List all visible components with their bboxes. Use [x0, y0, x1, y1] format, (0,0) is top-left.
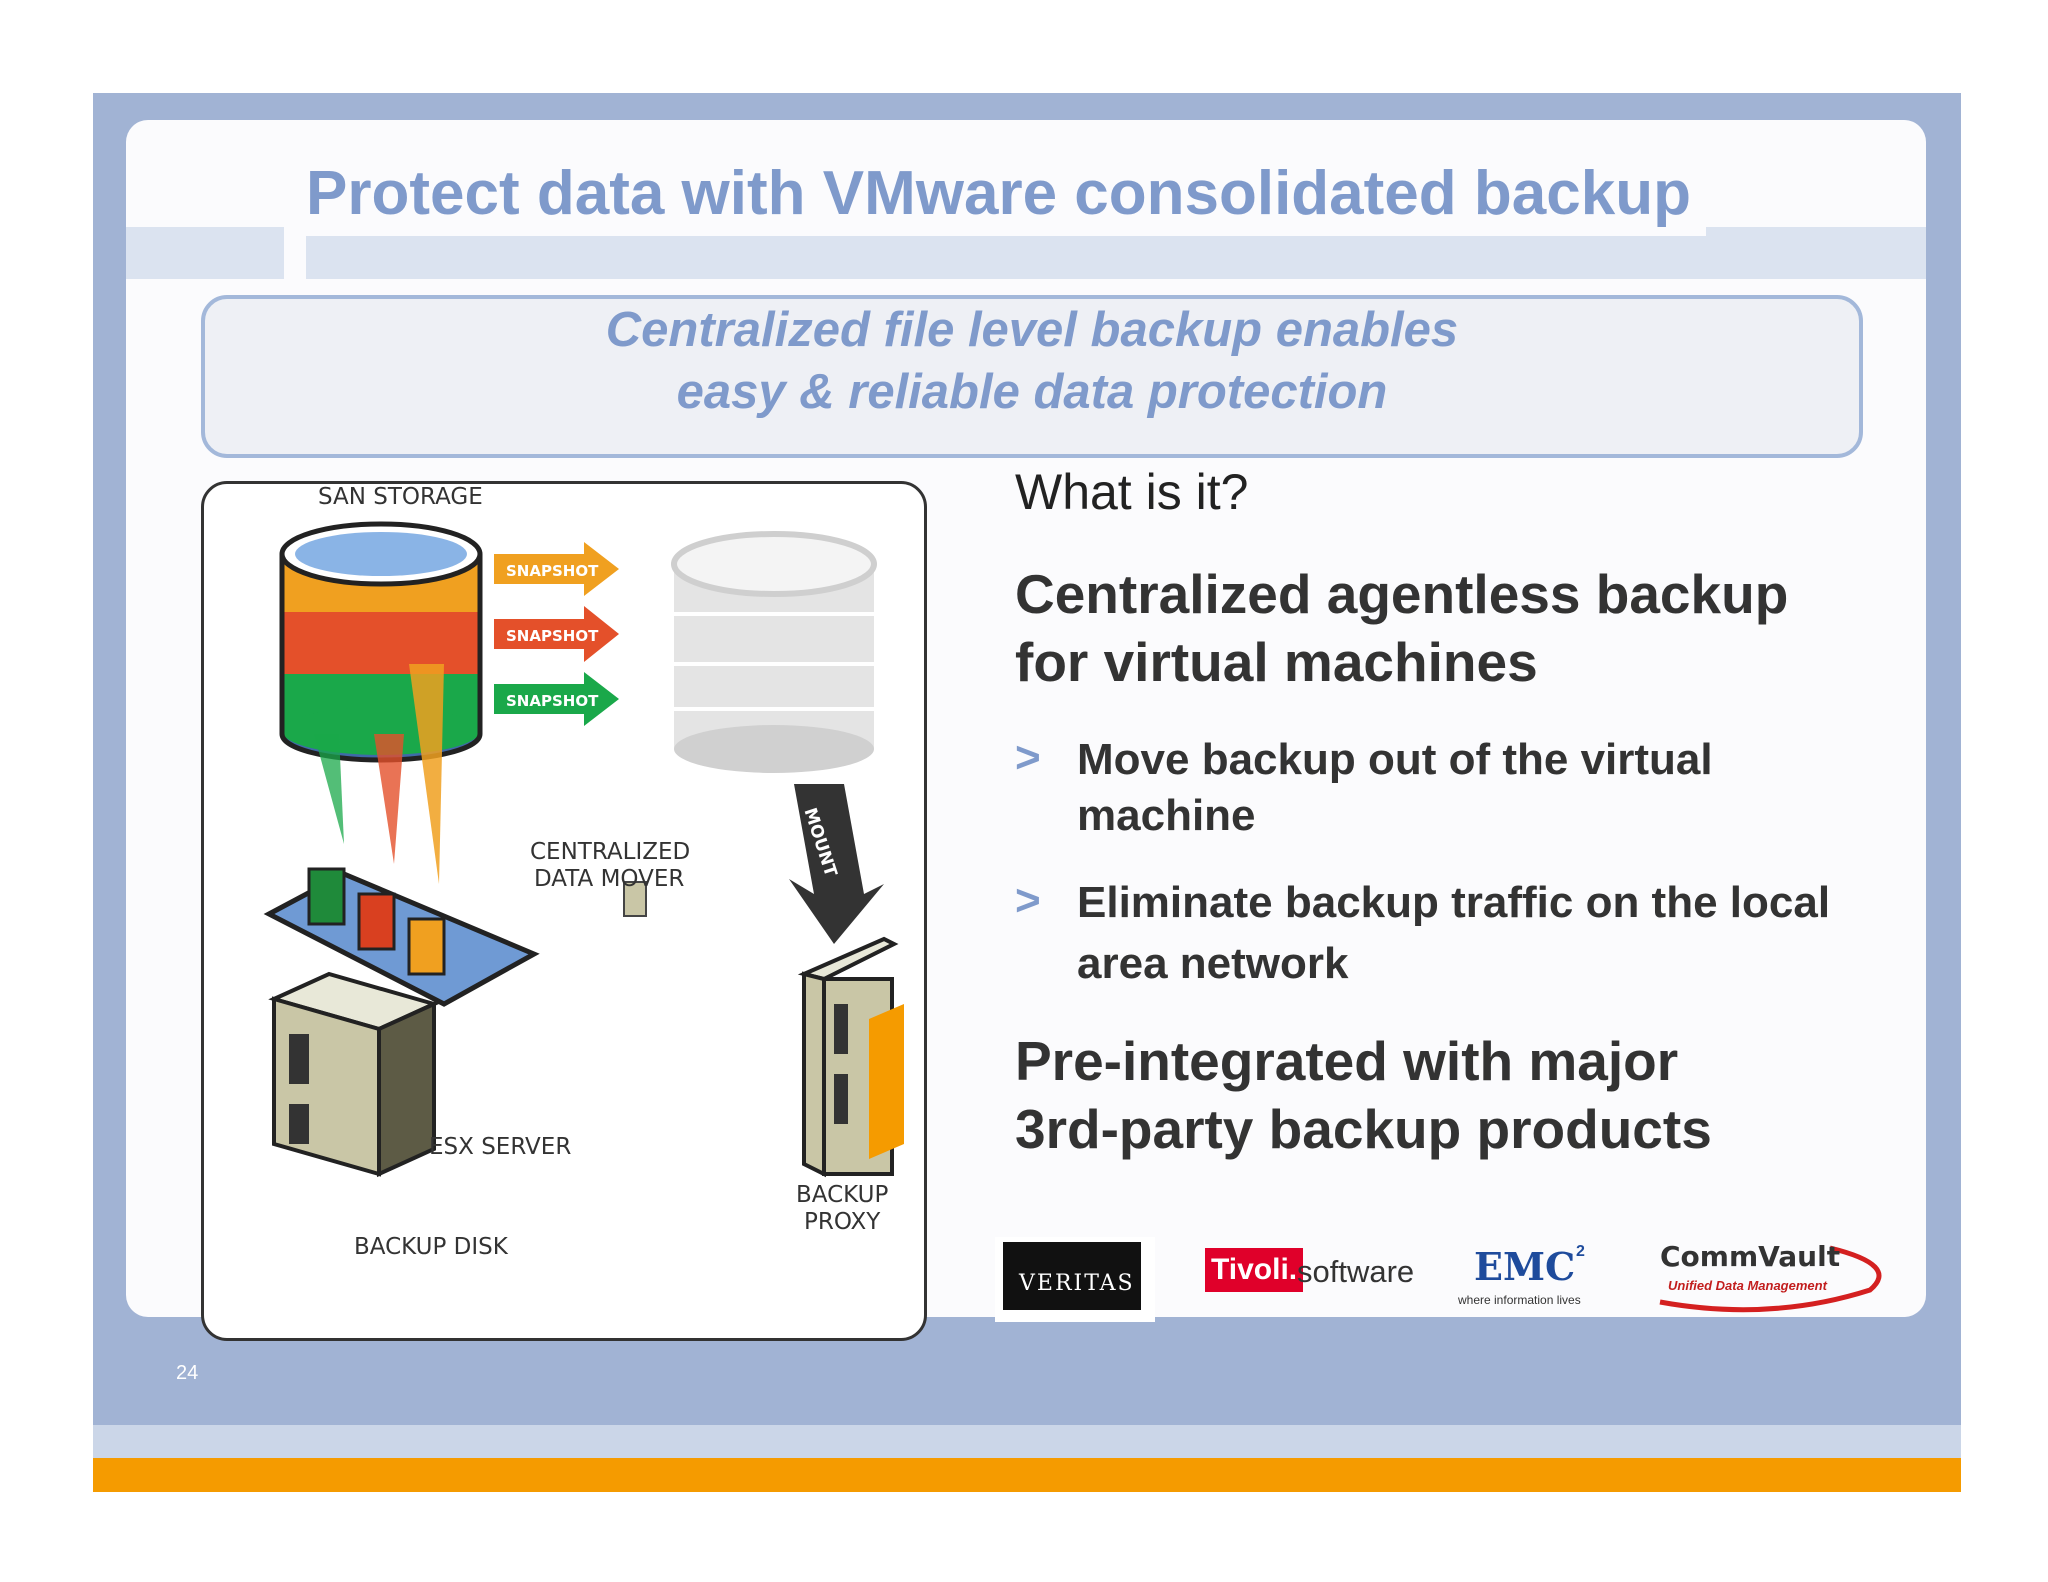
san-storage-label: SAN STORAGE [318, 484, 483, 510]
data-mover-icon [623, 881, 647, 917]
veritas-logo-text: VERITAS [1019, 1271, 1135, 1296]
callout-line-1: Centralized file level backup enables [605, 303, 1459, 357]
slide-title: Protect data with VMware consolidated ba… [304, 152, 1706, 236]
backup-proxy-label-line-2: PROXY [804, 1209, 881, 1235]
bullet-arrow-icon: > [1015, 733, 1041, 782]
snapshot-arrows [494, 542, 619, 726]
commvault-logo-text: CommVault [1660, 1240, 1841, 1273]
san-storage-cylinder-icon [279, 521, 483, 763]
bullet-1-line-1: Move backup out of the virtual [1077, 735, 1713, 784]
emc-sup-text: 2 [1576, 1243, 1585, 1260]
tivoli-logo-text: Tivoli. [1205, 1248, 1304, 1292]
commvault-tagline: Unified Data Management [1668, 1278, 1827, 1293]
emc-logo: EMC 2 where information lives [1458, 1243, 1608, 1315]
mount-arrow-icon [789, 784, 884, 944]
callout-box: Centralized file level backup enables ea… [201, 295, 1863, 458]
centralized-label-line-2: DATA MOVER [534, 866, 685, 892]
emc-tagline: where information lives [1458, 1293, 1581, 1307]
page-number: 24 [176, 1362, 199, 1384]
bullet-arrow-icon: > [1015, 876, 1041, 925]
heading-1-line-1: Centralized agentless backup [1015, 563, 1789, 625]
backup-proxy-label-line-1: BACKUP [796, 1182, 889, 1208]
veritas-logo: VERITAS [995, 1237, 1155, 1322]
centralized-label-line-1: CENTRALIZED [530, 839, 691, 865]
esx-server-label: ESX SERVER [429, 1134, 572, 1160]
backup-diagram: SAN STORAGE SNAPSHOT SNAPSHOT SNAPSHOT C… [201, 481, 927, 1341]
backup-proxy-tower-icon [797, 936, 904, 1178]
footer-light-band [93, 1425, 1961, 1458]
bullet-2-line-1: Eliminate backup traffic on the local [1077, 878, 1831, 927]
diagram-graphic [263, 521, 904, 1178]
bullet-1-line-2: machine [1077, 791, 1256, 840]
footer-orange-bar [93, 1458, 1961, 1492]
snapshot-label-2: SNAPSHOT [506, 627, 599, 645]
title-band-gap [284, 227, 306, 279]
backup-disk-label: BACKUP DISK [354, 1234, 508, 1260]
snapshot-cylinder-icon [671, 531, 877, 773]
commvault-logo: CommVault Unified Data Management [1650, 1230, 1890, 1318]
snapshot-label-3: SNAPSHOT [506, 692, 599, 710]
tivoli-logo: Tivoli. software [1205, 1248, 1415, 1298]
vm-boxes-icon [307, 867, 446, 976]
what-is-it-heading: What is it? [1015, 464, 1249, 520]
callout-line-2: easy & reliable data protection [676, 365, 1388, 419]
heading-1-line-2: for virtual machines [1015, 631, 1538, 693]
bullet-2-line-2: area network [1077, 939, 1349, 988]
snapshot-label-1: SNAPSHOT [506, 562, 599, 580]
tivoli-software-text: software [1297, 1254, 1415, 1289]
esx-server-tower-icon [268, 971, 440, 1178]
emc-logo-text: EMC [1474, 1244, 1576, 1289]
commvault-swoosh-icon [1659, 1245, 1882, 1313]
heading-2-line-1: Pre-integrated with major [1015, 1030, 1679, 1092]
heading-2-line-2: 3rd-party backup products [1015, 1098, 1712, 1160]
